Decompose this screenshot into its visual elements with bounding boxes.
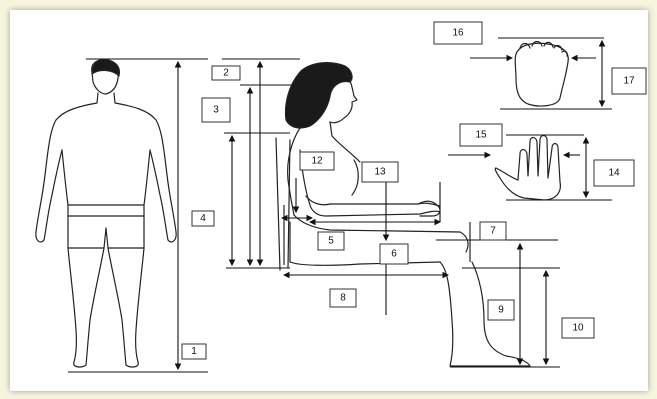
seated-dimensions <box>222 58 560 368</box>
label-14: 14 <box>593 159 635 187</box>
label-1-text: 1 <box>191 346 197 357</box>
dimension-4 <box>68 58 208 373</box>
standing-figure <box>35 58 177 368</box>
label-10: 10 <box>561 317 595 339</box>
label-12-text: 12 <box>311 156 323 167</box>
label-12: 12 <box>299 151 335 171</box>
label-15: 15 <box>459 123 503 147</box>
label-4: 4 <box>191 210 215 227</box>
anthropometric-diagram: 1 4 2 3 12 13 5 6 7 8 9 10 <box>35 21 647 373</box>
label-7: 7 <box>479 221 507 241</box>
label-9-text: 9 <box>498 305 504 316</box>
label-4-text: 4 <box>200 213 206 224</box>
label-7-text: 7 <box>490 226 496 237</box>
label-17: 17 <box>611 67 647 95</box>
label-14-text: 14 <box>608 168 620 179</box>
seated-figure <box>275 62 531 367</box>
label-6: 6 <box>379 243 409 265</box>
label-15-text: 15 <box>475 130 487 141</box>
label-2-text: 2 <box>223 68 229 79</box>
label-5-text: 5 <box>328 236 334 247</box>
foot-drawing <box>470 37 612 110</box>
label-2: 2 <box>211 65 241 81</box>
diagram-card: 1 4 2 3 12 13 5 6 7 8 9 10 <box>10 10 648 391</box>
label-8-text: 8 <box>340 293 346 304</box>
label-13: 13 <box>361 161 399 183</box>
label-5: 5 <box>317 231 345 251</box>
label-8: 8 <box>329 288 357 308</box>
label-17-text: 17 <box>623 76 635 87</box>
label-13-text: 13 <box>374 167 386 178</box>
label-9: 9 <box>487 299 515 321</box>
label-3: 3 <box>201 97 231 123</box>
label-10-text: 10 <box>572 323 584 334</box>
label-16: 16 <box>433 21 483 45</box>
hand-drawing <box>448 134 612 201</box>
label-6-text: 6 <box>391 249 397 260</box>
label-3-text: 3 <box>213 105 219 116</box>
label-1: 1 <box>181 343 207 360</box>
label-16-text: 16 <box>452 28 464 39</box>
